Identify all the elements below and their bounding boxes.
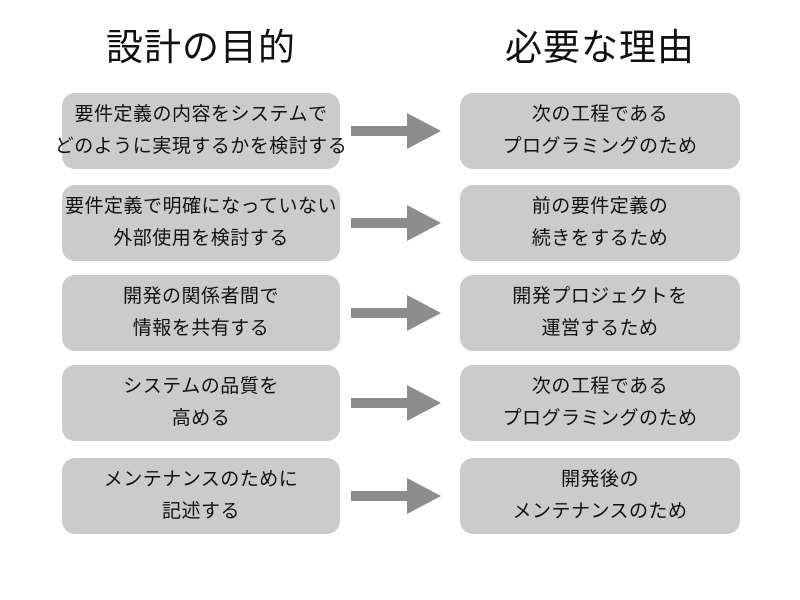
diagram-row: システムの品質を 高める 次の工程である プログラミングのため [0, 365, 800, 441]
reason-box: 次の工程である プログラミングのため [460, 93, 740, 169]
diagram-row: 開発の関係者間で 情報を共有する 開発プロジェクトを 運営するため [0, 275, 800, 351]
purpose-box: システムの品質を 高める [62, 365, 340, 441]
right-arrow-icon [351, 112, 441, 150]
purpose-box: メンテナンスのために 記述する [62, 458, 340, 534]
right-arrow-icon [351, 477, 441, 515]
right-arrow-icon [351, 204, 441, 242]
purpose-text-line2: 高める [171, 408, 231, 429]
reason-box: 前の要件定義の 続きをするため [460, 185, 740, 261]
purpose-box: 要件定義で明確になっていない 外部使用を検討する [62, 185, 340, 261]
reason-text-line1: 次の工程である [531, 104, 669, 125]
purpose-box: 要件定義の内容をシステムで どのように実現するかを検討する [55, 93, 347, 169]
reason-box: 次の工程である プログラミングのため [460, 365, 740, 441]
purpose-text-line1: メンテナンスのために [103, 469, 299, 490]
reason-text-line1: 次の工程である [531, 376, 669, 397]
reason-text-line2: メンテナンスのため [512, 501, 688, 522]
purpose-text-line2: 情報を共有する [132, 318, 270, 339]
purpose-box: 開発の関係者間で 情報を共有する [62, 275, 340, 351]
reason-text-line1: 開発後の [560, 469, 639, 490]
purpose-text-line1: システムの品質を [123, 376, 279, 397]
purpose-text-line1: 開発の関係者間で [122, 286, 279, 307]
reason-text-line2: 運営するため [541, 318, 659, 339]
reason-text-line2: プログラミングのため [502, 136, 698, 157]
reason-box: 開発後の メンテナンスのため [460, 458, 740, 534]
purpose-text-line1: 要件定義の内容をシステムで [74, 104, 328, 125]
diagram-row: メンテナンスのために 記述する 開発後の メンテナンスのため [0, 458, 800, 534]
reason-text-line1: 前の要件定義の [531, 196, 669, 217]
reason-box: 開発プロジェクトを 運営するため [460, 275, 740, 351]
column-title-design-purpose: 設計の目的 [106, 27, 296, 68]
column-title-required-reason: 必要な理由 [505, 27, 695, 68]
purpose-text-line2: どのように実現するかを検討する [54, 136, 348, 157]
purpose-text-line1: 要件定義で明確になっていない [64, 196, 338, 217]
reason-text-line1: 開発プロジェクトを [512, 286, 688, 307]
reason-text-line2: 続きをするため [531, 228, 669, 249]
diagram-row: 要件定義で明確になっていない 外部使用を検討する 前の要件定義の 続きをするため [0, 185, 800, 261]
purpose-text-line2: 記述する [161, 501, 240, 522]
purpose-text-line2: 外部使用を検討する [113, 228, 289, 249]
right-arrow-icon [351, 294, 441, 332]
diagram-row: 要件定義の内容をシステムで どのように実現するかを検討する 次の工程である プロ… [0, 93, 800, 169]
right-arrow-icon [351, 384, 441, 422]
reason-text-line2: プログラミングのため [502, 408, 698, 429]
